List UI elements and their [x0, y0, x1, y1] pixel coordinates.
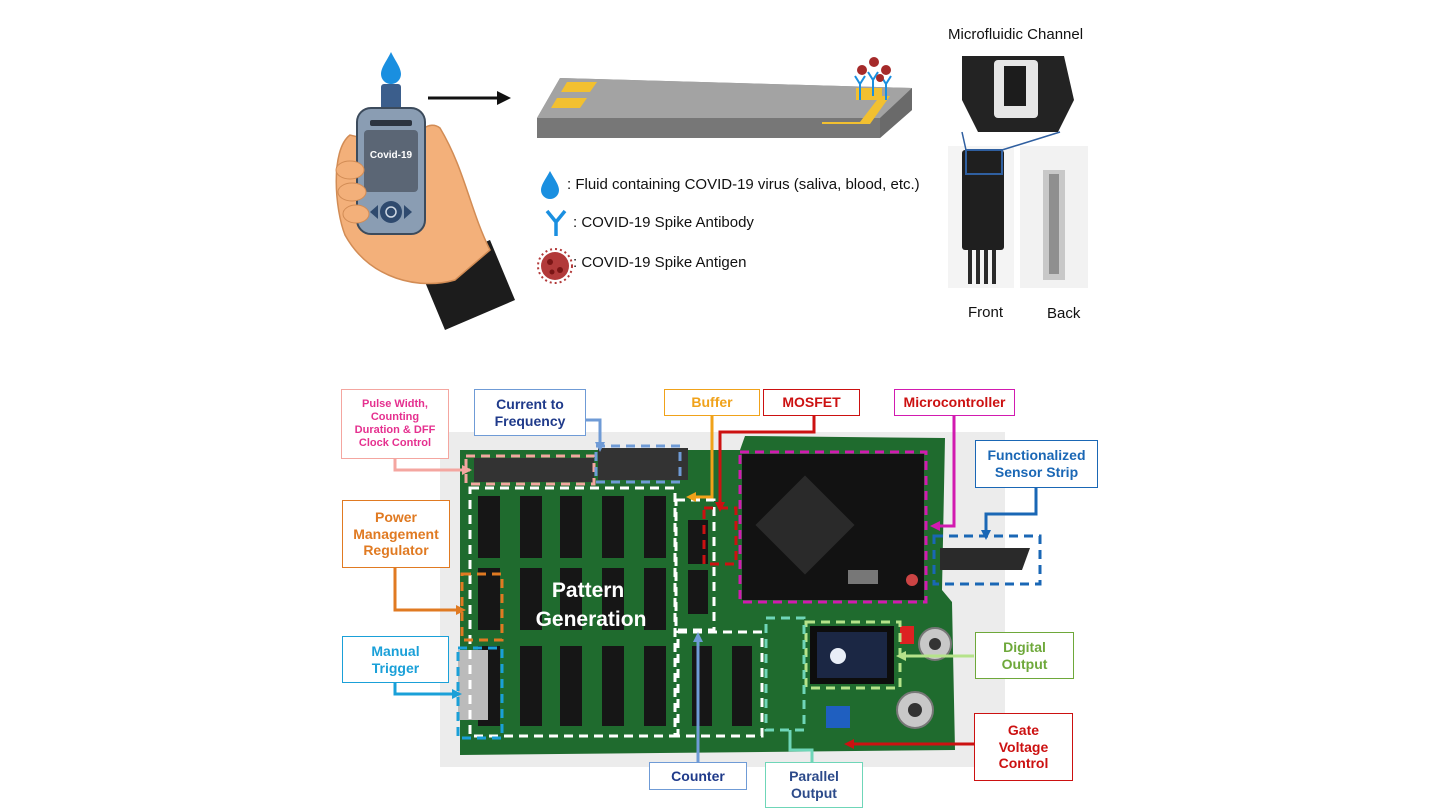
ic-chip [520, 646, 542, 726]
ic-chip [478, 568, 500, 630]
callout-power-management: Power Management Regulator [342, 500, 450, 568]
ic-chip [478, 496, 500, 558]
legend-antibody-icon [545, 209, 567, 236]
ic-chip [602, 646, 624, 726]
back-label: Back [1047, 305, 1081, 322]
ic-chip [520, 496, 542, 558]
callout-buffer: Buffer [664, 389, 760, 416]
region-pattern-generation [468, 486, 677, 738]
ic-chip [692, 646, 712, 726]
region-power-management [460, 572, 504, 642]
ic-chip [602, 496, 624, 558]
droplet-icon [381, 52, 401, 84]
handheld-device-illustration: Covid-19 [335, 52, 515, 330]
region-microcontroller [738, 450, 928, 604]
callout-counter: Counter [649, 762, 747, 790]
region-counter [676, 630, 764, 738]
arrow-right-icon [428, 91, 511, 105]
ic-chip [560, 568, 582, 630]
callout-current-to-frequency: Current to Frequency [474, 389, 586, 436]
callout-gate-voltage-control: Gate Voltage Control [974, 713, 1073, 781]
circuit-board-photo [440, 432, 1030, 767]
region-pulse-width [464, 454, 596, 486]
device-screen-text: Covid-19 [370, 150, 413, 161]
legend-droplet-icon [541, 171, 559, 199]
ic-chip [732, 646, 752, 726]
ic-chip [644, 496, 666, 558]
legend-virus-icon [537, 248, 573, 284]
legend-item-antigen: : COVID-19 Spike Antigen [573, 254, 747, 271]
callout-microcontroller: Microcontroller [894, 389, 1015, 416]
test-strip-illustration [537, 57, 912, 138]
region-manual-trigger [456, 646, 504, 740]
callout-manual-trigger: Manual Trigger [342, 636, 449, 683]
region-parallel-output [764, 616, 806, 732]
ic-chip [560, 496, 582, 558]
legend-item-antibody: : COVID-19 Spike Antibody [573, 214, 754, 231]
microfluidic-channel-title: Microfluidic Channel [948, 26, 1084, 43]
callout-functionalized-sensor-strip: Functionalized Sensor Strip [975, 440, 1098, 488]
ic-chip [644, 646, 666, 726]
callout-parallel-output: Parallel Output [765, 762, 863, 808]
callout-mosfet: MOSFET [763, 389, 860, 416]
pattern-generation-label: Pattern Generation [536, 579, 647, 631]
callout-digital-output: Digital Output [975, 632, 1074, 679]
front-label: Front [968, 304, 1004, 321]
ic-chip [520, 568, 542, 630]
ic-chip [688, 570, 708, 614]
ic-chip [560, 646, 582, 726]
microfluidic-channel-photos [948, 46, 1088, 288]
ic-chip [644, 568, 666, 630]
legend-item-fluid: : Fluid containing COVID-19 virus (saliv… [567, 176, 920, 193]
ic-chip [602, 568, 624, 630]
callout-pulse-width: Pulse Width, Counting Duration & DFF Clo… [341, 389, 449, 459]
